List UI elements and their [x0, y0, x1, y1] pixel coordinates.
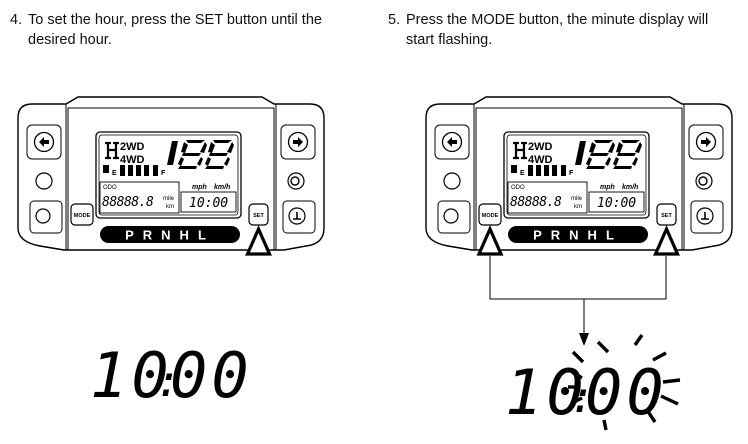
gear-indicator: PRNHL	[533, 228, 623, 243]
odo-unit-km: km	[166, 204, 174, 210]
drive-2wd-label: 2WD	[528, 141, 553, 153]
step-5-number: 5.	[388, 12, 401, 28]
odo-label: ODO	[103, 185, 117, 191]
instrument-cluster-right: 2WD 4WD E F mph km/h ODO 88888.8 mile km…	[424, 95, 734, 256]
step-4-text-line2: desired hour.	[28, 32, 112, 48]
odo-label: ODO	[511, 185, 525, 191]
large-clock-hours: 10	[505, 356, 588, 429]
step-4-text-line1: To set the hour, press the SET button un…	[28, 12, 322, 28]
unit-mph: mph	[600, 184, 615, 191]
large-clock-colon: :	[155, 356, 182, 407]
step-5-text-line2: start flashing.	[406, 32, 493, 48]
mode-button-label[interactable]: MODE	[74, 213, 91, 219]
odo-value: 88888.8	[102, 195, 154, 210]
fuel-full-label: F	[161, 170, 166, 177]
large-clock-minutes-flashing: 00	[585, 356, 668, 429]
instrument-cluster-left: 2WD 4WD E F mph km/h ODO 88888.8 mile km…	[16, 95, 326, 256]
unit-kmh: km/h	[622, 184, 638, 191]
mode-button-label[interactable]: MODE	[482, 213, 499, 219]
large-clock-hours: 10	[90, 339, 173, 412]
down-arrow-icon	[579, 333, 589, 346]
odo-value: 88888.8	[510, 195, 562, 210]
odo-unit-mile: mile	[163, 196, 175, 202]
step-4-number: 4.	[10, 12, 23, 28]
fuel-empty-label: E	[112, 170, 117, 177]
drive-4wd-label: 4WD	[120, 154, 145, 166]
large-clock-left: 10 : 00	[90, 339, 253, 412]
connector-bracket	[489, 256, 667, 335]
fuel-full-label: F	[569, 170, 574, 177]
set-button-label[interactable]: SET	[253, 213, 264, 219]
flash-indicator-lines	[568, 334, 681, 431]
large-clock-colon: :	[569, 372, 596, 423]
lcd-clock: 10:00	[597, 196, 636, 211]
step-5-text-line1: Press the MODE button, the minute displa…	[406, 12, 709, 28]
drive-2wd-label: 2WD	[120, 141, 145, 153]
fuel-empty-label: E	[520, 170, 525, 177]
gear-indicator: PRNHL	[125, 228, 215, 243]
set-button-label[interactable]: SET	[661, 213, 672, 219]
odo-unit-mile: mile	[571, 196, 583, 202]
drive-4wd-label: 4WD	[528, 154, 553, 166]
large-clock-right: 10 : 00	[505, 356, 668, 429]
lcd-clock: 10:00	[189, 196, 228, 211]
odo-unit-km: km	[574, 204, 582, 210]
large-clock-minutes: 00	[170, 339, 253, 412]
unit-mph: mph	[192, 184, 207, 191]
unit-kmh: km/h	[214, 184, 230, 191]
